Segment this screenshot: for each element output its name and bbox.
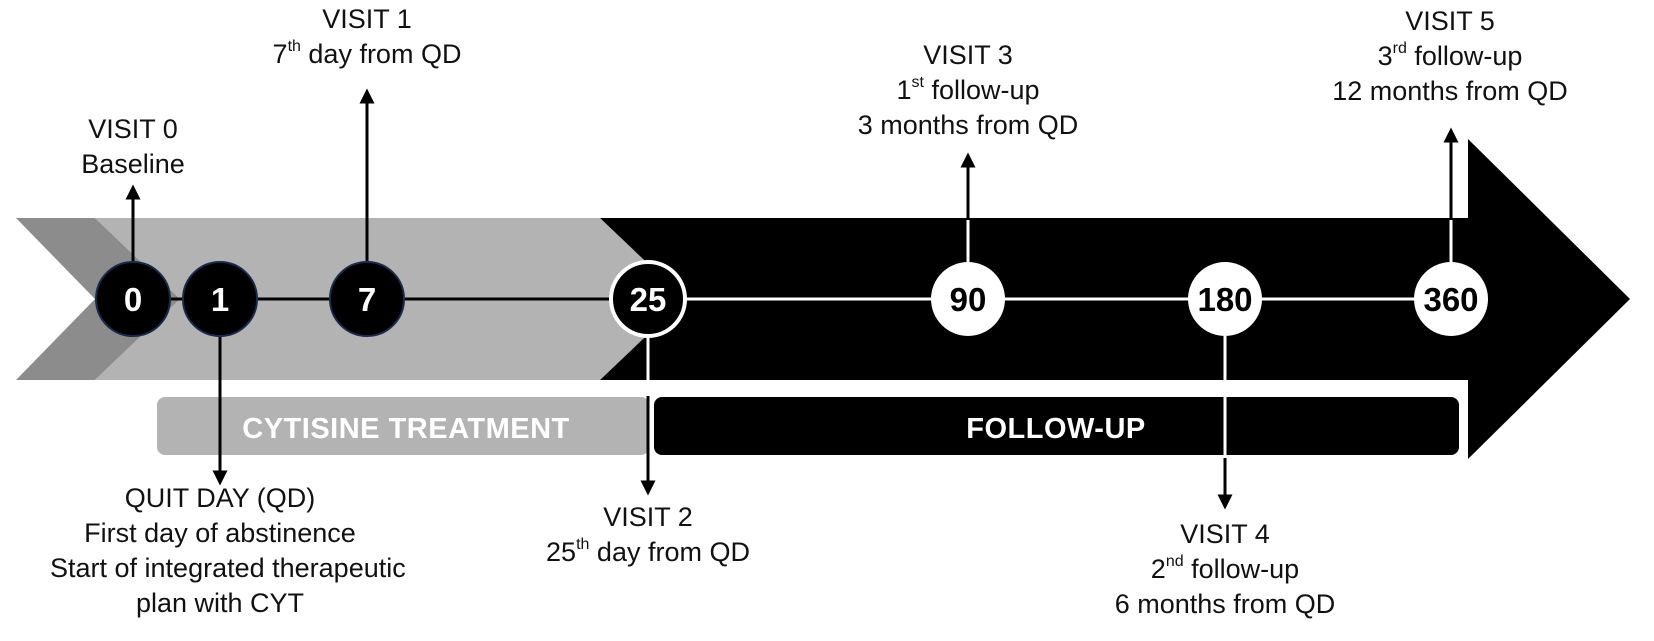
pointer-arrows xyxy=(125,88,1459,510)
quitday-line3: plan with CYT xyxy=(135,588,305,618)
visit1-title: VISIT 1 xyxy=(322,4,412,34)
day-nodes: 0 1 7 25 90 180 360 xyxy=(95,260,1488,338)
visit2-title: VISIT 2 xyxy=(603,502,693,532)
visit5-title: VISIT 5 xyxy=(1405,6,1495,36)
node-day-25 xyxy=(609,260,687,338)
visit0-title: VISIT 0 xyxy=(88,114,178,144)
visit2-line1: 25th day from QD xyxy=(546,536,750,568)
node-day-1 xyxy=(182,261,258,337)
visit3-label: VISIT 3 1st follow-up 3 months from QD xyxy=(808,38,1128,143)
visit5-line2: 12 months from QD xyxy=(1332,76,1568,106)
visit4-line1: 2nd follow-up xyxy=(1150,553,1300,585)
quitday-title: QUIT DAY (QD) xyxy=(124,483,316,513)
visit3-title: VISIT 3 xyxy=(923,40,1013,70)
quitday-line1: First day of abstinence xyxy=(84,518,356,548)
node-day-180 xyxy=(1188,262,1262,336)
visit0-line1: Baseline xyxy=(81,149,185,179)
followup-band xyxy=(654,397,1459,455)
visit1-line1: 7th day from QD xyxy=(272,38,462,70)
visit3-line2: 3 months from QD xyxy=(857,110,1079,140)
visit4-line2: 6 months from QD xyxy=(1114,589,1336,619)
visit4-title: VISIT 4 xyxy=(1180,519,1270,549)
visit2-label: VISIT 2 25th day from QD xyxy=(508,500,788,570)
phase-bands: CYTISINE TREATMENT FOLLOW-UP xyxy=(157,397,1459,455)
visit5-label: VISIT 5 3rd follow-up 12 months from QD xyxy=(1290,4,1610,109)
followup-band-label: FOLLOW-UP xyxy=(966,413,1146,445)
node-day-360 xyxy=(1414,262,1488,336)
node-day-25-label: 25 xyxy=(630,281,667,318)
visit3-line1: 1st follow-up xyxy=(896,74,1040,106)
quitday-label: QUIT DAY (QD) First day of abstinence St… xyxy=(50,481,406,621)
node-day-90-label: 90 xyxy=(950,281,987,318)
node-day-360-label: 360 xyxy=(1423,281,1478,318)
node-day-1-label: 1 xyxy=(211,281,229,318)
node-day-7-label: 7 xyxy=(358,281,376,318)
treatment-band xyxy=(157,397,649,455)
node-day-0-label: 0 xyxy=(124,281,142,318)
node-day-180-label: 180 xyxy=(1197,281,1252,318)
node-day-0 xyxy=(95,261,171,337)
node-day-90 xyxy=(931,262,1005,336)
visit1-label: VISIT 1 7th day from QD xyxy=(217,2,517,72)
visit4-label: VISIT 4 2nd follow-up 6 months from QD xyxy=(1070,517,1380,622)
node-day-7 xyxy=(329,261,405,337)
quitday-line2: Start of integrated therapeutic xyxy=(50,553,406,583)
treatment-band-label: CYTISINE TREATMENT xyxy=(242,413,569,445)
visit0-label: VISIT 0 Baseline xyxy=(53,112,213,182)
visit5-line1: 3rd follow-up xyxy=(1377,40,1523,72)
